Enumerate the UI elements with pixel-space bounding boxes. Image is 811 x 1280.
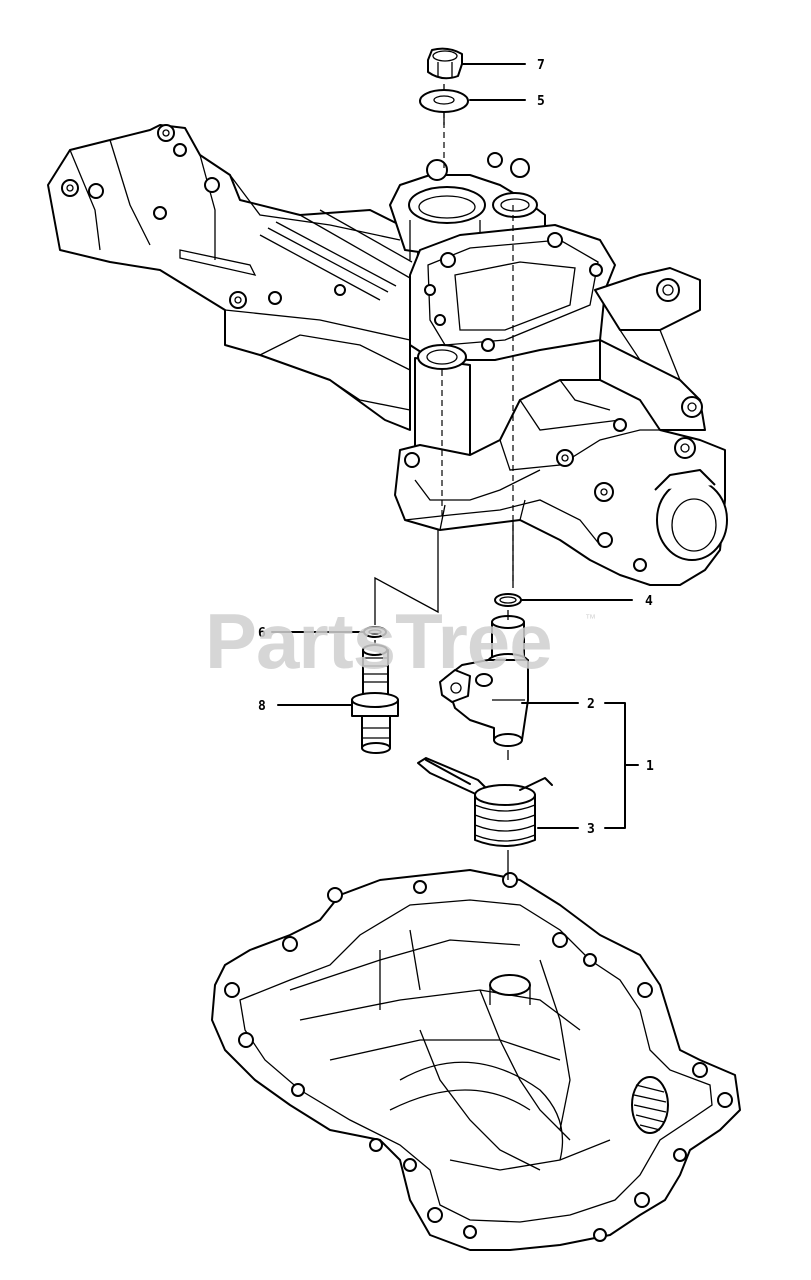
callout-4: 4 <box>645 594 653 609</box>
part-spring <box>417 757 553 847</box>
lower-housing <box>211 869 741 1251</box>
part-washer <box>419 89 469 113</box>
assembly-lines <box>374 84 514 880</box>
upper-housing <box>47 124 728 586</box>
part-shaft-arm <box>439 615 529 747</box>
callout-1: 1 <box>646 759 654 774</box>
watermark: PartsTree ™ <box>205 597 596 685</box>
part-valve-fitting <box>351 644 399 754</box>
callout-labels: 7 5 4 6 2 1 8 3 <box>258 58 654 837</box>
callout-7: 7 <box>537 58 545 73</box>
callout-2: 2 <box>587 697 595 712</box>
callout-leaders <box>271 63 639 829</box>
watermark-trademark: ™ <box>585 613 596 625</box>
callout-5: 5 <box>537 94 545 109</box>
watermark-text: PartsTree <box>205 597 552 685</box>
part-nut <box>427 47 463 80</box>
callout-6: 6 <box>258 626 266 641</box>
callout-3: 3 <box>587 822 595 837</box>
callout-8: 8 <box>258 699 266 714</box>
